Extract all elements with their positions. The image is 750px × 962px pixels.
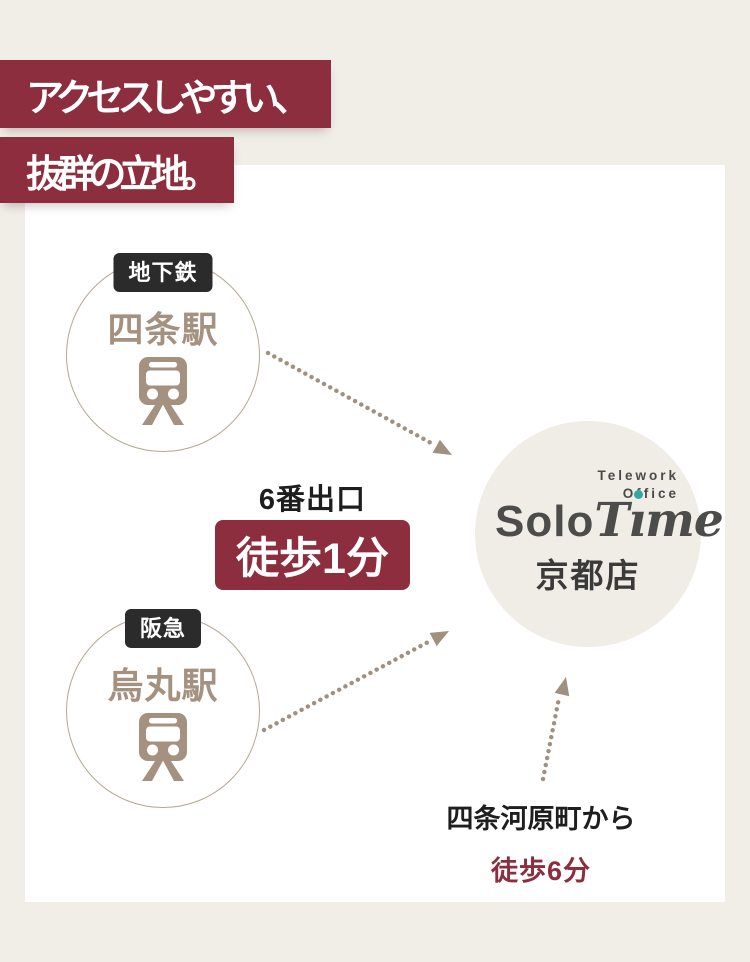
- station-badge-subway: 地下鉄: [113, 253, 213, 292]
- footnote-from: 四条河原町から: [446, 804, 636, 834]
- heading-banner-2: 抜群の立地。: [0, 137, 234, 203]
- train-icon: [139, 357, 187, 425]
- heading-line-1: アクセスしやすい、: [26, 77, 311, 120]
- train-icon: [139, 713, 187, 781]
- tagline-line-1: Telework: [597, 468, 679, 483]
- station-circle-karasuma: 阪急 烏丸駅: [66, 609, 260, 808]
- walk-time-box: 徒歩1分: [215, 520, 410, 590]
- kawaramachi-footnote: 四条河原町から 徒歩6分: [430, 797, 652, 888]
- footnote-walk-time: 徒歩6分: [490, 856, 592, 886]
- exit-label: 6番出口: [258, 484, 367, 516]
- logo-time-i: ı: [628, 490, 646, 548]
- walk-time-label: 徒歩1分: [236, 535, 389, 583]
- station-name-karasuma: 烏丸駅: [107, 665, 219, 706]
- station-badge-hankyu: 阪急: [124, 609, 202, 648]
- logo-time-me: me: [645, 493, 724, 548]
- station-name-shijo: 四条駅: [107, 309, 219, 350]
- store-name: 京都店: [535, 557, 641, 594]
- heading-banner-1: アクセスしやすい、: [0, 60, 331, 128]
- heading-line-2: 抜群の立地。: [26, 153, 220, 196]
- station-circle-shijo: 地下鉄 四条駅: [66, 253, 260, 452]
- logo-time-t: T: [594, 493, 629, 548]
- teal-dot-icon: [634, 490, 644, 499]
- logo-solo-text: Solo: [495, 497, 595, 546]
